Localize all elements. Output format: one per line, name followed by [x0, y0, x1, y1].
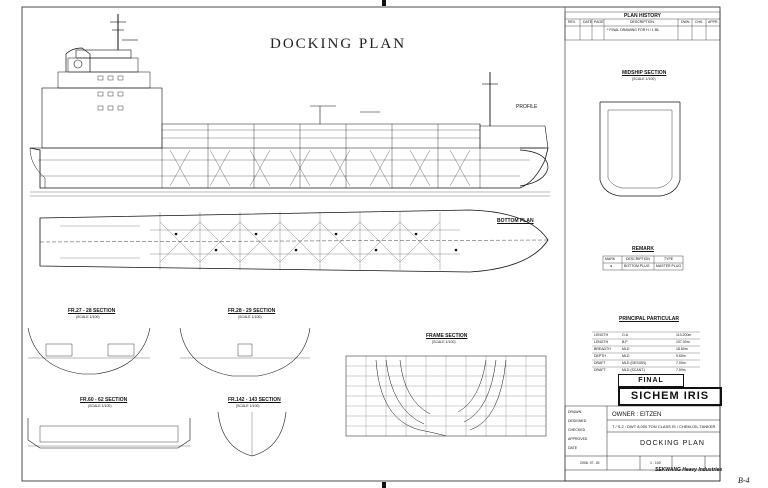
profile-label: PROFILE: [516, 104, 538, 110]
ph-col-chk: CHK.: [695, 20, 704, 24]
pp-row-key: MLD (SCANT.): [622, 368, 646, 372]
ph-col-rev: REV.: [568, 20, 576, 24]
pp-row-key: MLD: [622, 347, 630, 351]
pp-row-label: BREADTH: [594, 347, 611, 351]
midship-section-drawing: [599, 101, 681, 197]
section-fr142-143-scale: (SCALE 1/100): [236, 404, 260, 408]
bottom-center-mark: [382, 482, 386, 488]
owner-label: OWNER : EITZEN: [612, 412, 662, 418]
ph-col-appr: APPR.: [708, 20, 719, 24]
pp-row-key: O.A: [622, 333, 629, 337]
title-block-left-label: APPROVED: [568, 437, 588, 441]
title-block-left-label: DATE: [568, 446, 578, 450]
midship-section-scale: (SCALE 1/100): [632, 77, 656, 81]
frame-section-title: FRAME SECTION: [426, 333, 468, 339]
pp-row-label: DEPTH: [594, 354, 606, 358]
section-fr60-62-title: FR.60 - 62 SECTION: [80, 397, 128, 403]
pp-row-label: DRAFT: [594, 361, 606, 365]
sheet-border: [21, 6, 721, 482]
pp-row-value: 7.00m: [676, 361, 686, 365]
remark-col-description: DESCRIPTION: [626, 257, 650, 261]
section-fr28-29-scale: (SCALE 1/100): [238, 315, 262, 319]
frame-section-scale: (SCALE 1/100): [432, 340, 456, 344]
midship-section-title: MIDSHIP SECTION: [622, 70, 667, 76]
title-block-left-label: DRAWN: [568, 410, 582, 414]
pp-row-value: 107.00m: [676, 340, 690, 344]
remark-col-type: TYPE: [664, 257, 674, 261]
top-center-mark: [382, 0, 386, 6]
remark-col-mark: MARK: [605, 257, 616, 261]
section-fr27-28-drawing: [27, 327, 151, 375]
title-block-left-label: DESIGNED: [568, 419, 587, 423]
sheet-number: B-4: [738, 476, 750, 485]
plan-history-table: [564, 11, 721, 41]
title-block-frame: [564, 405, 721, 482]
ph-col-page: PAGE: [594, 20, 604, 24]
pp-row-value: 113.200m: [676, 333, 692, 337]
section-fr27-28-scale: (SCALE 1/100): [76, 315, 100, 319]
remark-table: [602, 255, 684, 271]
frame-section-grid: [345, 355, 547, 437]
section-fr60-62-drawing: [27, 418, 191, 449]
principal-particular-table: [592, 331, 700, 368]
section-fr142-143-drawing: [217, 411, 287, 457]
plan-history-heading: PLAN HISTORY: [624, 13, 661, 19]
pp-row-label: DRAFT: [594, 368, 606, 372]
pp-row-value: 18.60m: [676, 347, 688, 351]
pp-row-key: MLD: [622, 354, 630, 358]
ph-row-description: * FINAL DRAWING FOR H / 1 85.: [607, 28, 660, 32]
ph-col-dwn: DWN.: [681, 20, 691, 24]
remark-row-mark: ●: [610, 264, 613, 268]
title-block-scale: 1 : 100: [650, 461, 661, 465]
pp-row-key: MLD (DESIGN): [622, 361, 647, 365]
section-fr60-62-scale: (SCALE 1/100): [88, 404, 112, 408]
section-fr142-143-title: FR.142 - 143 SECTION: [228, 397, 281, 403]
principal-particular-title: PRINCIPAL PARTICULAR: [619, 316, 679, 322]
pp-row-key: B.P: [622, 340, 628, 344]
ph-col-date: DATE: [583, 20, 593, 24]
ph-col-description: DESCRIPTION: [630, 20, 654, 24]
remark-title: REMARK: [632, 246, 654, 252]
final-stamp: FINAL: [618, 374, 684, 387]
pp-row-label: LENGTH: [594, 340, 609, 344]
pp-row-value: 7.50m: [676, 368, 686, 372]
pp-row-label: LENGTH: [594, 333, 609, 337]
section-fr28-29-title: FR.28 - 29 SECTION: [228, 308, 276, 314]
pp-row-value: 9.60m: [676, 354, 686, 358]
remark-row-type: MASTER PLUG: [656, 264, 682, 268]
builder-name: SEKWANG Heavy Industries: [655, 467, 723, 473]
bottom-plan-view: [39, 209, 549, 273]
title-block-drawing-title: DOCKING PLAN: [640, 440, 705, 447]
remark-row-description: BOTTOM PLUG: [624, 264, 650, 268]
profile-view: [29, 14, 550, 197]
vessel-description: T / S.2 : DWT 8,000 TON CLASS IS / CHEM-…: [612, 424, 716, 429]
section-fr27-28-title: FR.27 - 28 SECTION: [68, 308, 116, 314]
section-fr28-29-drawing: [179, 327, 311, 377]
title-block-date: 2006. 07. 25: [580, 461, 600, 465]
drawing-title: DOCKING PLAN: [270, 36, 407, 52]
ship-name-stamp: SICHEM IRIS: [618, 387, 722, 406]
title-block-left-label: CHECKED: [568, 428, 586, 432]
bottom-plan-title: BOTTOM PLAN: [497, 218, 534, 224]
